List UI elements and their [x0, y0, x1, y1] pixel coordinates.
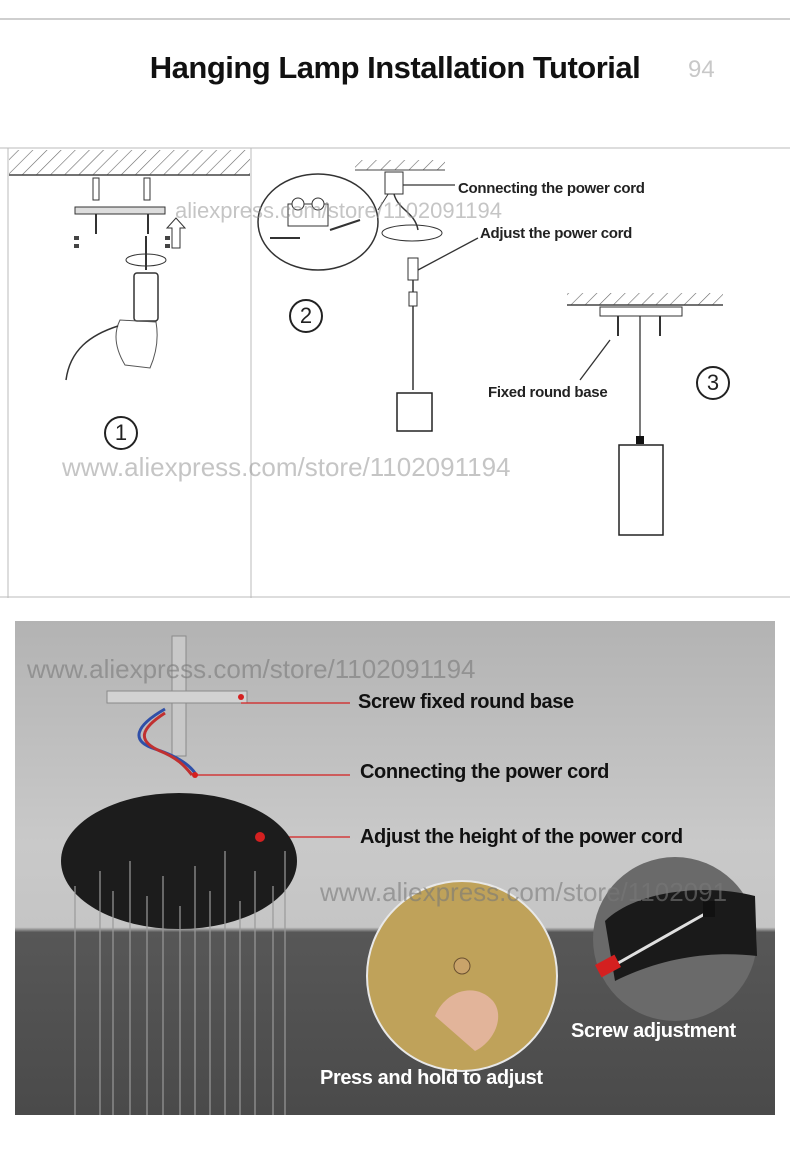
step-number-1: 1	[104, 416, 138, 450]
step1-drill	[65, 236, 167, 381]
step2-cord	[396, 237, 479, 432]
title-watermark: 94	[688, 56, 715, 83]
diagram-watermark-small: aliexpress.com/store/1102091194	[175, 198, 502, 223]
hanging-wires	[74, 851, 286, 1115]
step2-connector-zoom	[257, 173, 393, 271]
step-number-3: 3	[696, 366, 730, 400]
round-canopy	[61, 793, 297, 929]
step3-base	[579, 306, 683, 536]
inset-label-screw-adjustment: Screw adjustment	[571, 1020, 736, 1042]
top-divider	[0, 18, 790, 20]
installation-diagram: Connecting the power cord Adjust the pow…	[0, 140, 790, 598]
step2-ceiling	[355, 160, 445, 171]
inset-screw	[593, 857, 757, 1021]
diagram-drawing	[0, 147, 790, 598]
callout-connecting-power-cord: Connecting the power cord	[360, 761, 609, 783]
step2-canopy	[381, 171, 455, 242]
label-connecting-power-cord: Connecting the power cord	[458, 180, 645, 197]
photo-watermark: www.aliexpress.com/store/1102091194	[27, 654, 476, 684]
product-photo: www.aliexpress.com/store/1102091194 www.…	[15, 621, 775, 1115]
label-fixed-round-base: Fixed round base	[488, 384, 608, 401]
inset-label-press-hold: Press and hold to adjust	[320, 1067, 543, 1089]
photo-drawing	[61, 635, 757, 1115]
label-adjust-power-cord: Adjust the power cord	[480, 225, 633, 242]
page-title: Hanging Lamp Installation Tutorial	[149, 50, 641, 85]
inset-press-hold	[366, 880, 558, 1072]
step3-ceiling	[567, 293, 723, 306]
callout-adjust-height-power-cord: Adjust the height of the power cord	[360, 826, 683, 848]
cross-bracket	[106, 635, 248, 776]
step1-anchors	[74, 177, 187, 249]
diagram-watermark: www.aliexpress.com/store/1102091194	[62, 452, 511, 482]
step1-ceiling	[9, 150, 250, 176]
step-number-2: 2	[289, 299, 323, 333]
photo-watermark-2: www.aliexpress.com/store/1102091	[320, 877, 728, 907]
callout-screw-fixed-round-base: Screw fixed round base	[358, 691, 574, 713]
